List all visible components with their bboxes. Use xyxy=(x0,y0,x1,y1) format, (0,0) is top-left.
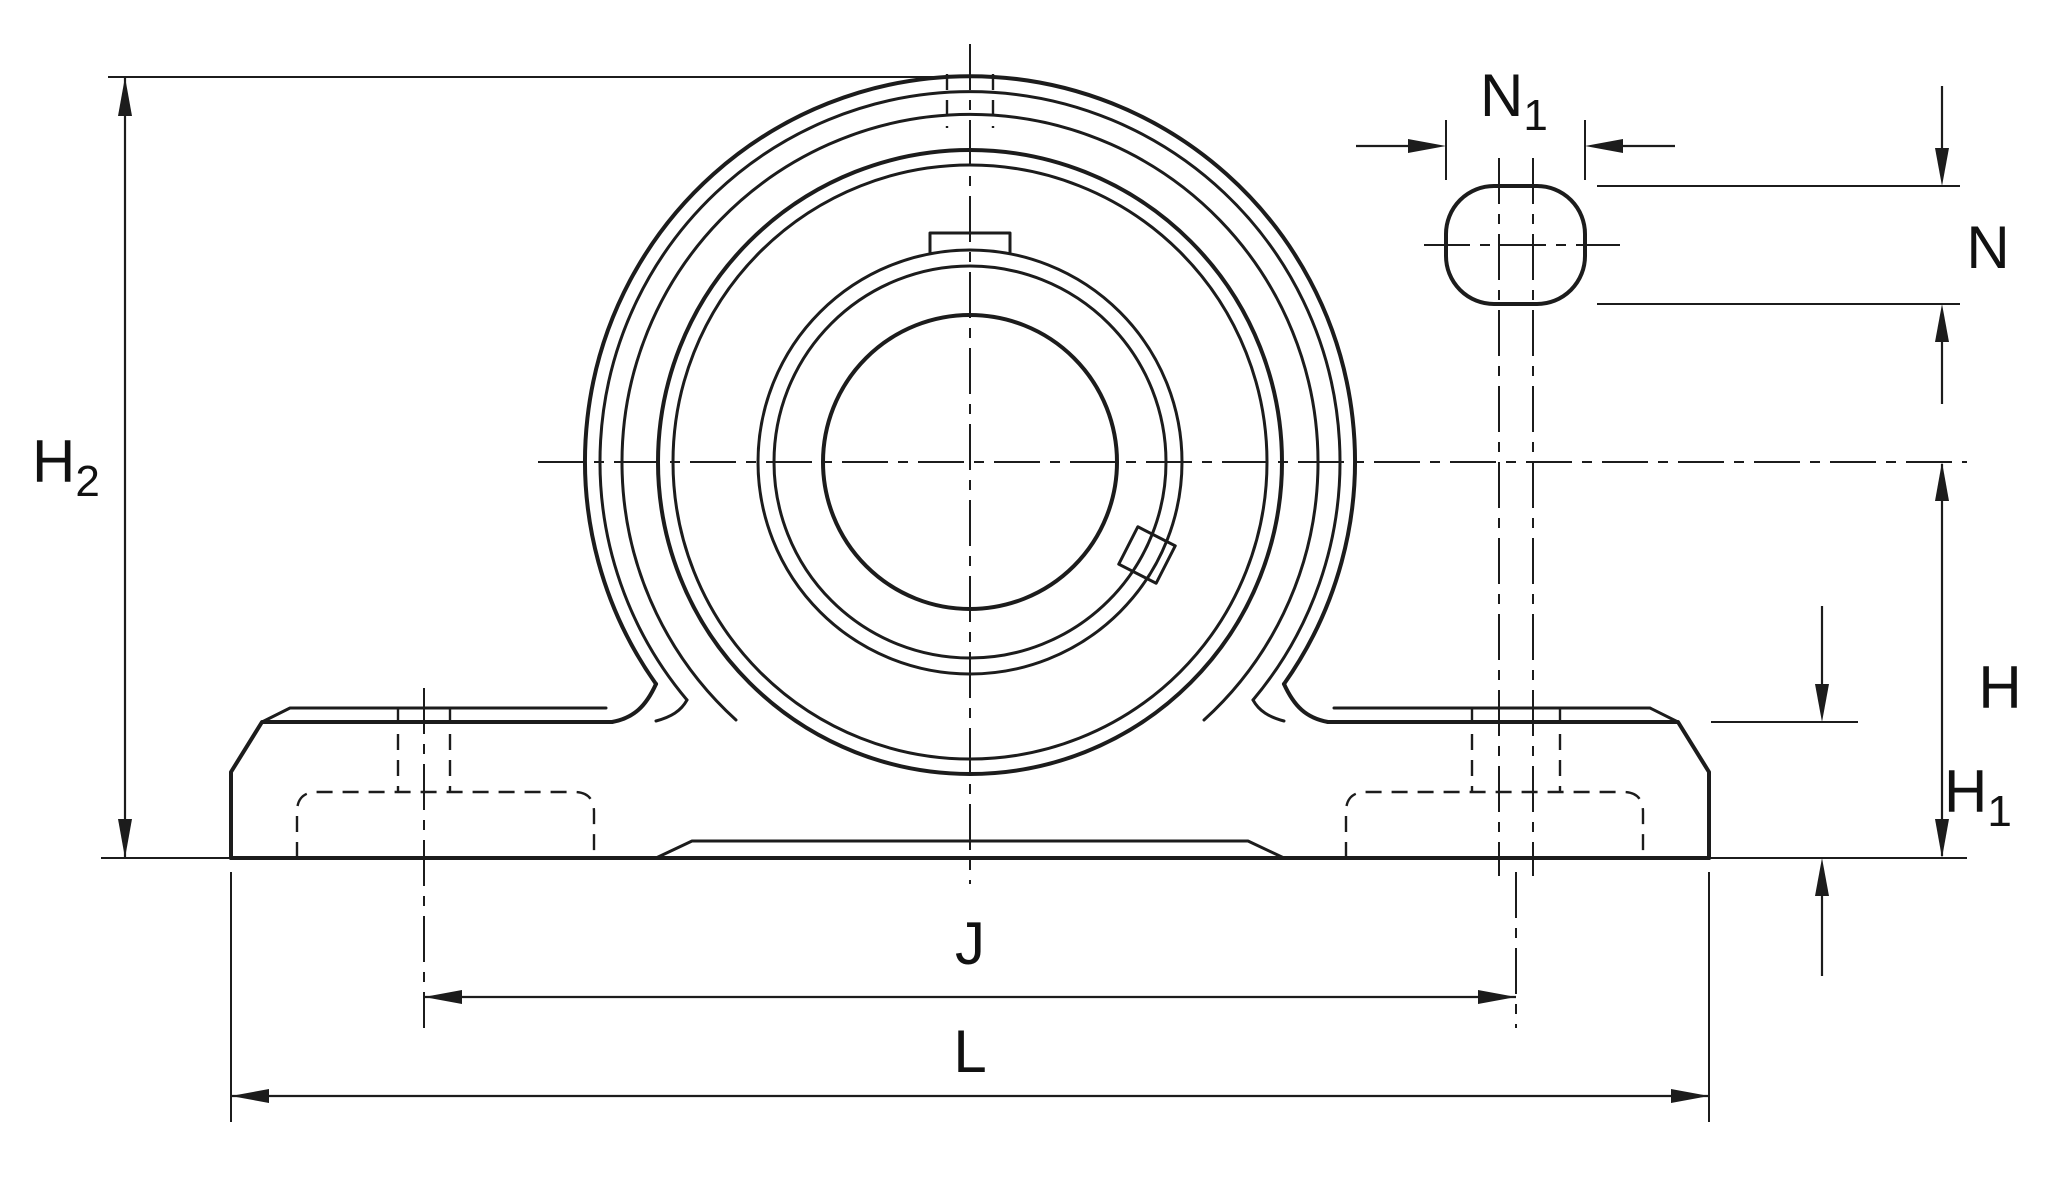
arrowhead-n1-right xyxy=(1585,139,1623,153)
right-foot-chamfer-edge xyxy=(1332,706,1680,724)
bearing-rings xyxy=(656,148,1284,776)
dimension-j: J xyxy=(424,910,1516,1004)
housing-arch-inner xyxy=(620,112,1320,722)
left-arch-base-fillet xyxy=(610,682,658,724)
arrowhead-l-right xyxy=(1671,1089,1709,1103)
dim-label-h: H xyxy=(1978,654,2021,721)
arrowhead-l-left xyxy=(231,1089,269,1103)
arrowhead-n-top xyxy=(1935,148,1949,186)
seal-circle xyxy=(772,264,1168,660)
dim-label-h1: H1 xyxy=(1944,758,2012,836)
housing-arch-outer xyxy=(583,74,1357,686)
dimension-l: L xyxy=(231,1018,1709,1103)
outer-ring-chamfer-circle xyxy=(671,163,1269,761)
left-arch-inner-fillet xyxy=(654,698,689,723)
dimension-h2: H2 xyxy=(32,77,132,858)
dimension-n1: N1 xyxy=(1356,62,1675,153)
dim-label-n: N xyxy=(1966,214,2009,281)
arrowhead-h-top xyxy=(1935,462,1949,501)
left-foot-chamfer-edge xyxy=(260,706,608,724)
base-left-profile xyxy=(229,720,614,860)
arrowhead-h-bottom xyxy=(1935,819,1949,858)
housing-outline xyxy=(583,74,1357,724)
bolt-slot-section xyxy=(1444,184,1587,306)
extension-lines xyxy=(101,76,1967,1122)
arrowhead-h1-top xyxy=(1815,684,1829,722)
dimension-h1: H1 xyxy=(1815,606,2012,976)
locking-setscrew-detail xyxy=(1117,525,1177,585)
base-right-profile xyxy=(1326,720,1711,860)
arrowhead-h1-bottom xyxy=(1815,858,1829,896)
dim-label-n1: N1 xyxy=(1480,62,1548,140)
hidden-lines xyxy=(295,74,1645,858)
left-foot-pocket xyxy=(295,790,596,858)
dimension-n: N xyxy=(1935,86,2010,404)
dim-label-j: J xyxy=(955,910,985,977)
right-arch-inner-fillet xyxy=(1251,698,1286,723)
arrowhead-j-left xyxy=(424,990,462,1004)
bore-circle xyxy=(821,313,1119,611)
right-arch-base-fillet xyxy=(1282,682,1330,724)
outer-ring-od-circle xyxy=(656,148,1284,776)
arrowhead-n-bottom xyxy=(1935,304,1949,342)
base-center-relief xyxy=(654,839,1286,860)
dimension-h: H xyxy=(1935,462,2022,858)
dim-label-h2: H2 xyxy=(32,428,100,506)
base-outline xyxy=(229,706,1711,860)
housing-arch-middle xyxy=(598,90,1342,702)
arrowhead-h2-bottom xyxy=(118,819,132,858)
centerlines xyxy=(423,44,1967,1028)
setscrew-collar-tab xyxy=(928,231,1012,254)
arrowhead-j-right xyxy=(1478,990,1516,1004)
right-foot-pocket xyxy=(1344,790,1645,858)
arrowhead-h2-top xyxy=(118,77,132,116)
inner-ring-od-circle xyxy=(756,248,1184,676)
arrowhead-n1-left xyxy=(1408,139,1446,153)
dim-label-l: L xyxy=(953,1018,986,1085)
